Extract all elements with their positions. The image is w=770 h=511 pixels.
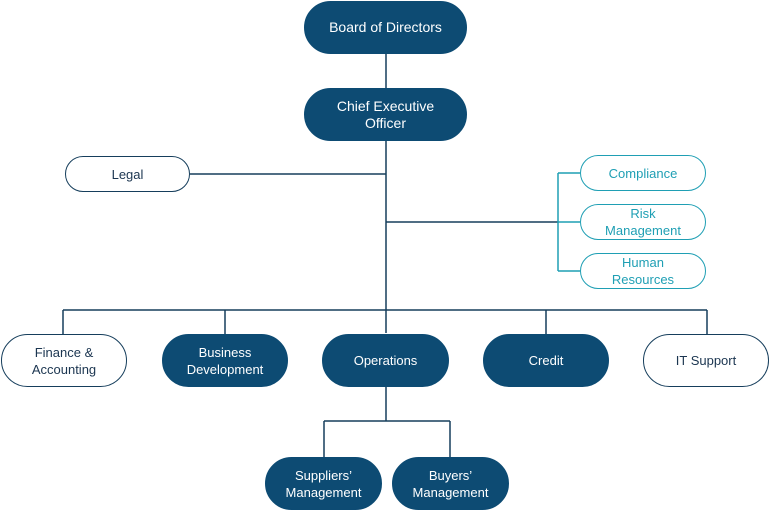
node-board-of-directors-label: Board of Directors [329, 19, 442, 35]
node-operations-label: Operations [353, 353, 418, 368]
node-board-of-directors: Board of Directors [304, 1, 467, 54]
node-operations: Operations [322, 334, 449, 387]
node-human-resources: Human Resources [580, 253, 706, 289]
node-buyers-management: Buyers’ Management [392, 457, 509, 510]
node-legal-label: Legal [111, 166, 144, 182]
node-suppliers-management: Suppliers’ Management [265, 457, 382, 510]
node-buyers-management-label: Buyers’ Management [412, 467, 489, 500]
node-compliance-label: Compliance [608, 165, 678, 181]
node-risk-management: Risk Management [580, 204, 706, 240]
node-finance-accounting-label: Finance & Accounting [31, 344, 97, 377]
node-business-development: Business Development [162, 334, 288, 387]
node-risk-management-label: Risk Management [605, 206, 681, 238]
node-compliance: Compliance [580, 155, 706, 191]
node-suppliers-management-label: Suppliers’ Management [285, 467, 362, 500]
node-legal: Legal [65, 156, 190, 192]
node-chief-executive-officer-label: Chief Executive Officer [336, 97, 435, 131]
node-finance-accounting: Finance & Accounting [1, 334, 127, 387]
node-credit-label: Credit [528, 353, 564, 368]
node-it-support-label: IT Support [675, 353, 737, 368]
node-it-support: IT Support [643, 334, 769, 387]
node-credit: Credit [483, 334, 609, 387]
node-human-resources-label: Human Resources [611, 255, 675, 287]
node-chief-executive-officer: Chief Executive Officer [304, 88, 467, 141]
node-business-development-label: Business Development [186, 344, 264, 377]
